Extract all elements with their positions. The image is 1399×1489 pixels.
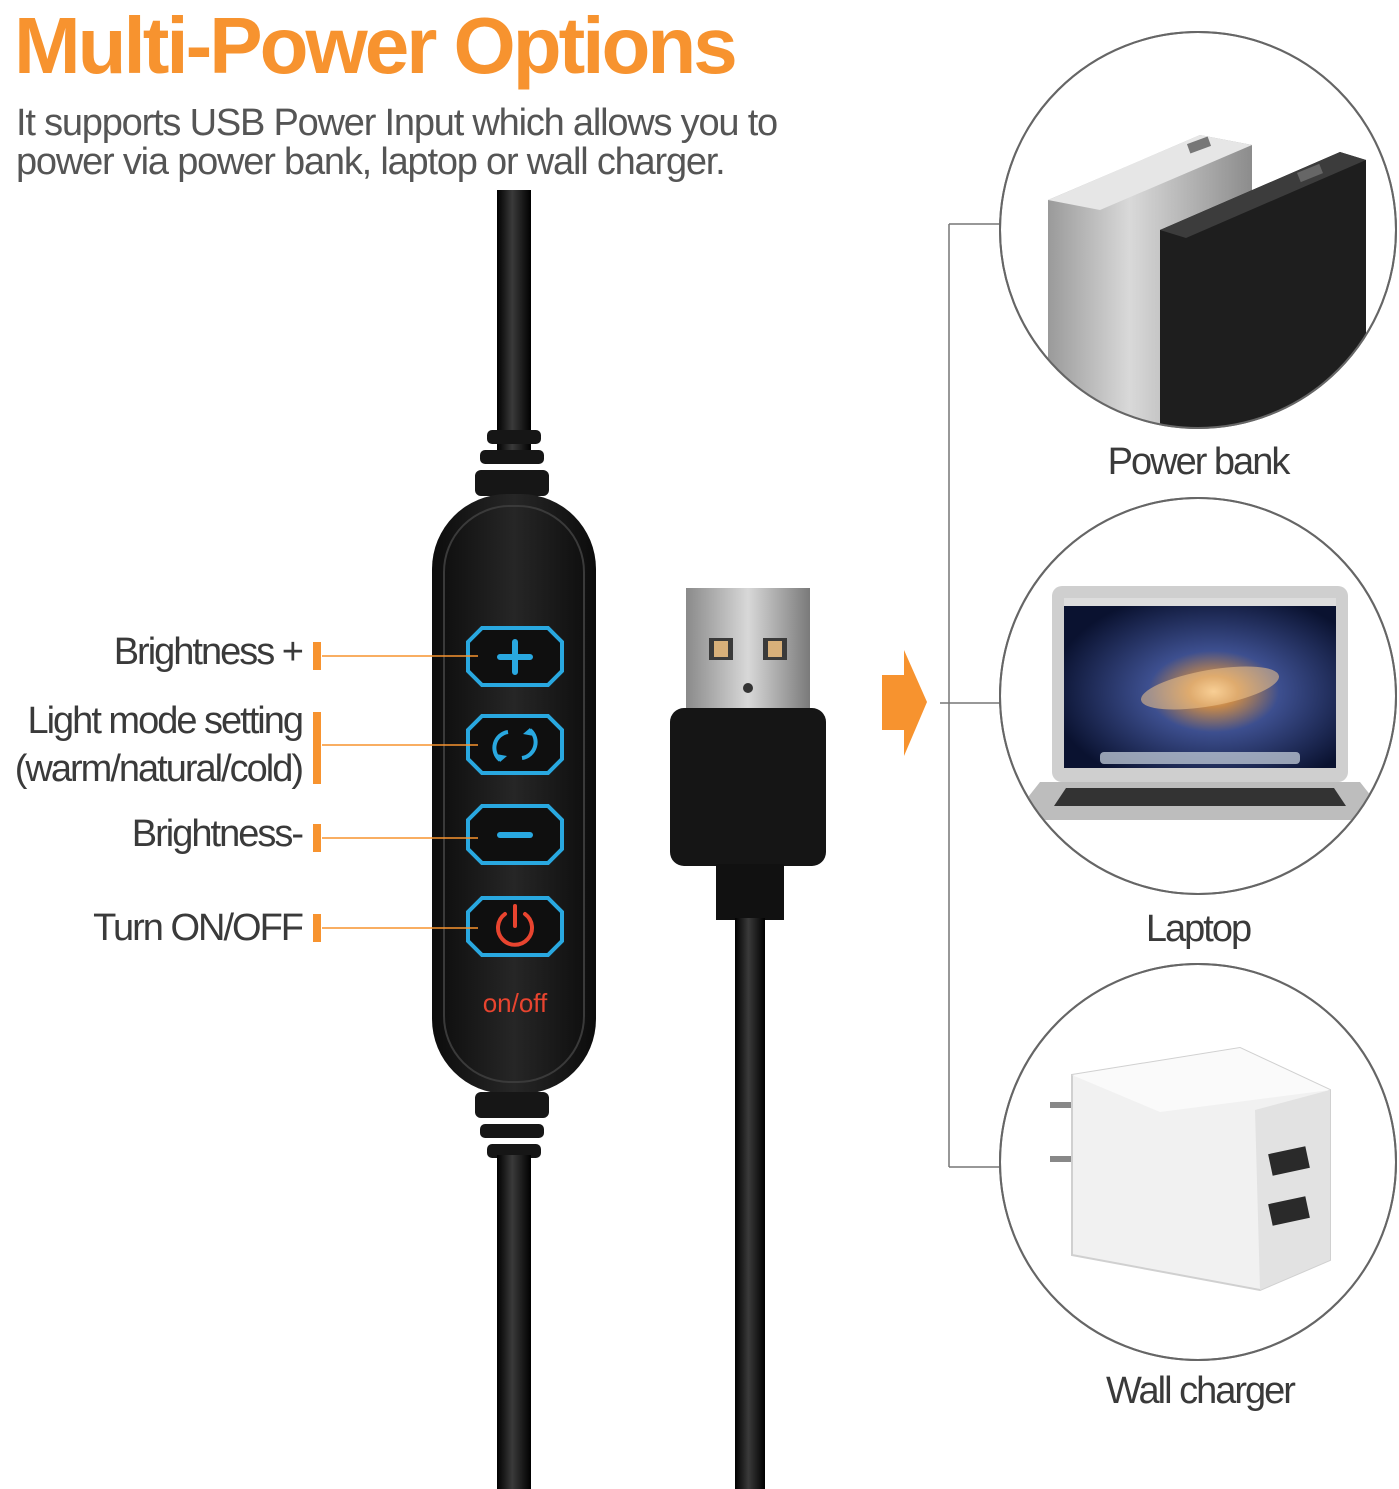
usb-plug	[670, 588, 826, 1489]
cable-bottom	[497, 1155, 531, 1489]
laptop-icon	[999, 497, 1397, 895]
page-subtitle: It supports USB Power Input which allows…	[16, 102, 778, 183]
bracket-lines	[940, 223, 1002, 1168]
power-label: Turn ON/OFF	[93, 907, 304, 949]
laptop-caption: Laptop	[1145, 908, 1252, 950]
arrow-icon	[882, 650, 927, 756]
brightness-up-label: Brightness +	[113, 631, 304, 673]
brightness-up-button	[466, 626, 564, 687]
cable-top	[497, 190, 531, 450]
brightness-down-label: Brightness-	[131, 813, 304, 855]
mode-label-line2: (warm/natural/cold)	[14, 748, 304, 790]
brightness-down-button	[466, 804, 564, 865]
callout-lines	[322, 655, 478, 929]
mode-button	[466, 714, 564, 775]
wall-charger-icon	[999, 963, 1397, 1361]
strain-relief-top	[475, 430, 549, 496]
callout-markers	[313, 642, 321, 942]
power-button	[466, 896, 564, 957]
mode-label-line1: Light mode setting	[27, 700, 304, 742]
onoff-text: on/off	[483, 988, 548, 1018]
power-bank-caption: Power bank	[1107, 441, 1291, 483]
page-title: Multi-Power Options	[14, 1, 738, 90]
power-bank-icon	[999, 31, 1397, 429]
wall-charger-caption: Wall charger	[1106, 1370, 1296, 1412]
strain-relief-bottom	[475, 1092, 549, 1158]
